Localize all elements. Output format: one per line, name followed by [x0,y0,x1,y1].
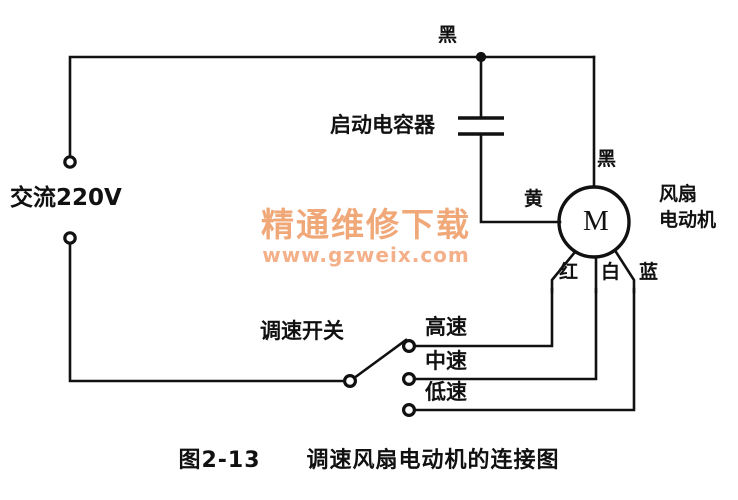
speed-label-low: 低速 [425,380,467,404]
terminal-label-red: 红 [559,261,579,283]
terminal-label-blue: 蓝 [639,261,659,283]
speed-label-high: 高速 [425,315,467,339]
junction-dot-black [475,51,487,63]
switch-pivot-terminal[interactable] [343,374,358,389]
terminal-label-white: 白 [601,261,621,283]
figure-caption: 图2-13 调速风扇电动机的连接图 [178,448,560,473]
terminal-label-black-motor: 黑 [597,148,617,170]
wire-mid-speed-to-white [412,287,598,381]
terminal-ac-live[interactable] [63,155,77,169]
ac-source-label: 交流220V [10,185,122,211]
terminal-label-black-top: 黑 [438,24,458,46]
switch-contact-mid[interactable] [402,372,417,387]
wire-high-speed-to-red [412,287,554,348]
motor-symbol-circle [557,185,631,259]
switch-contact-low[interactable] [402,403,417,418]
switch-blade[interactable] [348,338,408,383]
wire-line-neutral-bottom [68,236,352,383]
terminal-label-yellow: 黄 [524,188,544,210]
speed-switch-label: 调速开关 [260,319,344,343]
motor-name-line2: 电动机 [659,209,717,231]
wire-capacitor-to-motor-yellow [479,132,562,224]
motor-name-line1: 风扇 [659,183,698,205]
capacitor-label: 启动电容器 [330,113,435,137]
wire-line-live-top [68,55,596,164]
terminal-ac-neutral[interactable] [63,231,77,245]
motor-symbol-letter: M [583,205,609,237]
switch-contact-high[interactable] [402,339,417,354]
wire-motor-lead-blue [614,250,636,294]
wire-motor-lead-red [550,250,577,294]
wire-low-speed-to-blue [412,287,636,412]
speed-label-mid: 中速 [425,349,467,373]
